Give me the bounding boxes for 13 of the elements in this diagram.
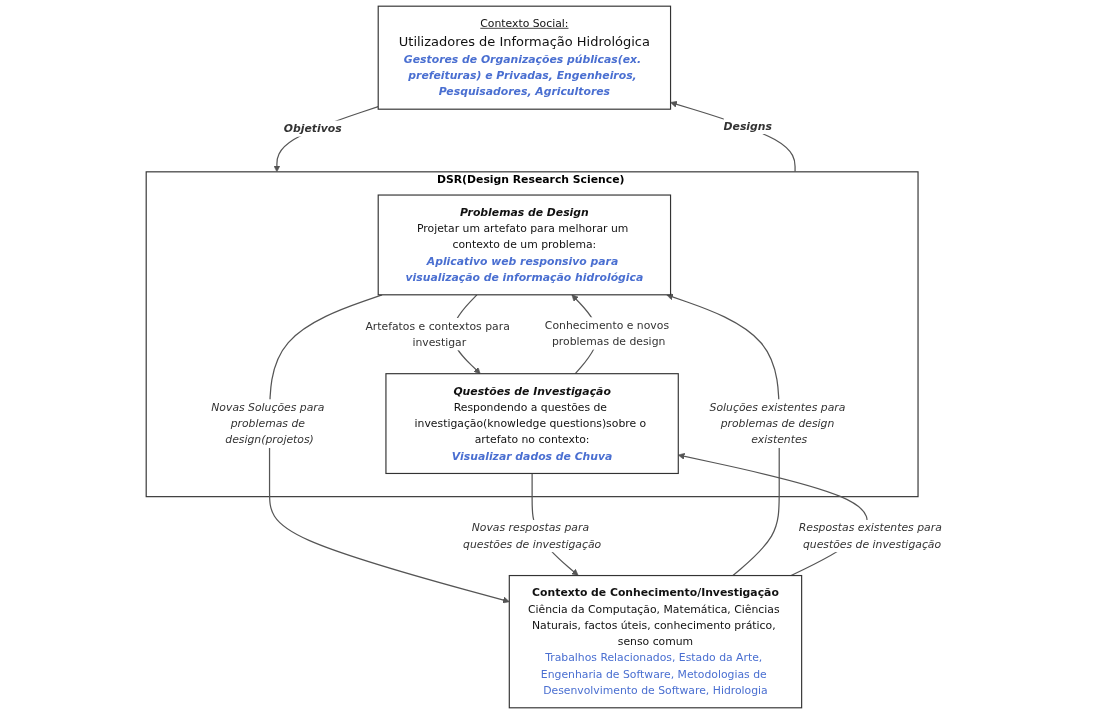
edge-label: Conhecimento e novos problemas de design [544, 318, 669, 348]
node-box: Questões de Investigação Respondendo a questões de investigação(knowledge questions)sobre o artefato no contexto: Visualizar dados de Chuva [385, 373, 679, 475]
edge-label: Respostas existentes para questões de investigação [798, 521, 942, 551]
edge-label: Artefatos e contextos para investigar [365, 319, 510, 349]
node-box: Contexto Social: Utilizadores de Informação Hidrológica Gestores de Organizações públicas(ex. prefeituras) e Privadas, Engenheiros, Pesquisadores, Agricultores [377, 5, 671, 110]
edge-label: Designs [723, 119, 772, 132]
edge-label: Novas Soluções para problemas de design(projetos) [210, 400, 325, 446]
node-box: Problemas de Design Projetar um artefato para melhorar um contexto de um problema: Aplicativo web responsivo para visualização de informação hidrológica [377, 194, 671, 296]
edge-label: Novas respostas para questões de investigação [462, 521, 601, 551]
arrow [273, 106, 379, 173]
edge-label: Objetivos [283, 121, 342, 135]
edge-label: Soluções existentes para problemas de design existentes [709, 400, 846, 446]
node-box: Contexto de Conhecimento/Investigação Ciência da Computação, Matemática, Ciências Naturais, factos úteis, conhecimento prático, senso comum Trabalhos Relacionados, Estado da Arte, Engenharia de Software, Metodologias de Desenvolvimento de Software, Hidrologia [508, 574, 802, 709]
